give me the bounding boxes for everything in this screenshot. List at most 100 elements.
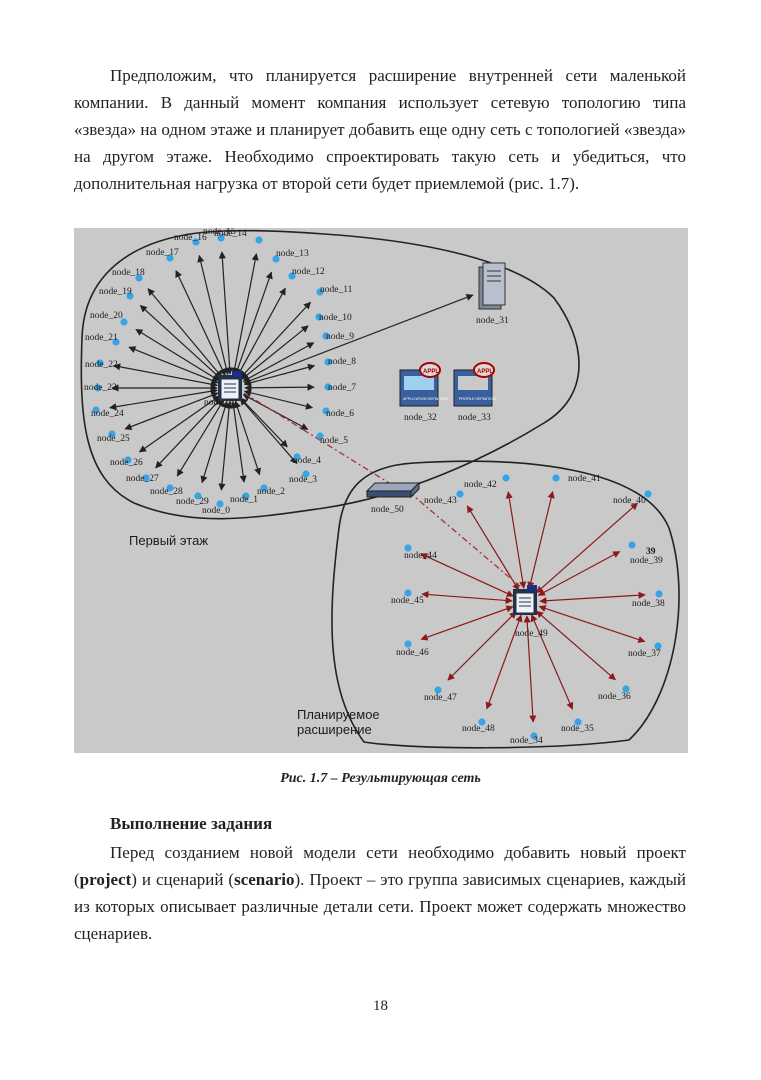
hub1-label: node_30 — [204, 398, 237, 408]
section-heading: Выполнение задания — [110, 814, 273, 833]
label-node_40: node_40 — [613, 496, 646, 506]
link-node_46 — [420, 605, 514, 641]
link-node_37 — [538, 605, 646, 643]
link-node_40 — [535, 502, 639, 594]
workstation-node_42 — [502, 474, 510, 482]
workstation-node_0 — [216, 500, 224, 508]
app-def-label: node_32 — [404, 413, 437, 423]
label-node_13: node_13 — [276, 249, 309, 259]
expansion-label-line1: Планируемое — [297, 707, 380, 722]
switch-icon — [365, 481, 421, 499]
workstation-node_28 — [166, 484, 174, 492]
workstation-node_18 — [135, 274, 143, 282]
link-node_35 — [530, 614, 574, 710]
workstation-node_26 — [124, 456, 132, 464]
label-node_2: node_2 — [257, 487, 285, 497]
link-node_34 — [523, 615, 537, 723]
link-node_6 — [243, 389, 314, 410]
label-node_0: node_0 — [202, 506, 230, 516]
workstation-node_10 — [315, 313, 323, 321]
workstation-node_17 — [166, 254, 174, 262]
label-node_25: node_25 — [97, 434, 130, 444]
label-node_41: node_41 — [568, 474, 601, 484]
label-node_9: node_9 — [326, 332, 354, 342]
label-node_44: node_44 — [404, 551, 437, 561]
workstation-node_38 — [655, 590, 663, 598]
application-definition-icon: APPL APPLICATION DEFINITION — [399, 362, 448, 407]
workstation-node_39 — [628, 541, 636, 549]
profile-definition-icon: APPL PROFILE DEFINITION — [453, 362, 496, 407]
workstation-node_12 — [288, 272, 296, 280]
body-paragraph: Перед созданием новой модели сети необхо… — [74, 839, 686, 947]
label-node_20: node_20 — [90, 311, 123, 321]
workstation-node_9 — [322, 332, 330, 340]
workstation-node_46 — [404, 640, 412, 648]
link-node_8 — [243, 363, 316, 387]
paragraph2-text3: ). Проект – это группа зависимых сценари… — [74, 870, 686, 943]
workstation-node_48 — [478, 718, 486, 726]
link-node_5 — [242, 394, 309, 430]
label-node_7: node_7 — [328, 383, 356, 393]
label-node_16: node_16 — [174, 233, 207, 243]
paragraph2-text1: Перед созданием новой модели сети необхо… — [74, 843, 686, 889]
label-node_46: node_46 — [396, 648, 429, 658]
workstation-node_45 — [404, 589, 412, 597]
label-node_21: node_21 — [85, 333, 118, 343]
profile-def-label: node_33 — [458, 413, 491, 423]
workstation-node_22 — [96, 359, 104, 367]
link-node_7 — [244, 383, 315, 392]
link-node_1 — [230, 401, 247, 483]
workstation-node_13 — [272, 255, 280, 263]
appl-badge-1: APPL — [423, 369, 439, 375]
label-node_19: node_19 — [99, 287, 132, 297]
label-node_34: node_34 — [510, 736, 543, 746]
workstation-node_1 — [242, 492, 250, 500]
workstation-node_35 — [574, 718, 582, 726]
workstation-node_40 — [644, 490, 652, 498]
paragraph2-bold-project: project — [79, 870, 132, 889]
appl-badge-2: APPL — [477, 369, 493, 375]
workstation-node_47 — [434, 686, 442, 694]
label-node_29: node_29 — [176, 497, 209, 507]
workstation-node_43 — [456, 490, 464, 498]
label-node_43: node_43 — [424, 496, 457, 506]
label-node_48: node_48 — [462, 724, 495, 734]
link-node_44 — [420, 553, 514, 597]
link-node_47 — [447, 611, 517, 681]
workstation-node_7 — [324, 383, 332, 391]
figure-caption: Рис. 1.7 – Результирующая сеть — [280, 771, 481, 786]
paragraph2-text2: ) и сценарий ( — [131, 870, 235, 889]
label-node_11: node_11 — [320, 285, 353, 295]
intro-paragraph: Предположим, что планируется расширение … — [74, 66, 686, 193]
label-node_23: node_23 — [84, 383, 117, 393]
label-node_1: node_1 — [230, 495, 258, 505]
hub-node-30 — [218, 371, 242, 401]
workstation-node_21 — [112, 338, 120, 346]
label-node_42: node_42 — [464, 480, 497, 490]
label-node_39: node_39 — [630, 556, 663, 566]
workstation-node_5 — [316, 432, 324, 440]
link-node_22 — [113, 363, 218, 388]
link-node_39 — [537, 551, 621, 596]
workstation-node_24 — [92, 406, 100, 414]
link-hub1-switch — [243, 392, 395, 487]
expansion-boundary — [331, 460, 680, 749]
workstation-node_19 — [126, 292, 134, 300]
workstation-node_29 — [194, 492, 202, 500]
label-node_28: node_28 — [150, 487, 183, 497]
server-label: node_31 — [476, 316, 509, 326]
label-node_6: node_6 — [326, 409, 354, 419]
workstation-node_36 — [622, 685, 630, 693]
link-node_14 — [231, 253, 259, 375]
workstation-node_6 — [322, 407, 330, 415]
badge-39: 39 — [646, 547, 656, 557]
label-node_35: node_35 — [561, 724, 594, 734]
link-node_11 — [240, 301, 311, 379]
label-node_36: node_36 — [598, 692, 631, 702]
expansion-label-line2: расширение — [297, 722, 372, 737]
workstation-node_20 — [120, 318, 128, 326]
workstation-node_34 — [530, 732, 538, 740]
label-node_4: node_4 — [293, 456, 321, 466]
link-node_0 — [218, 401, 233, 491]
